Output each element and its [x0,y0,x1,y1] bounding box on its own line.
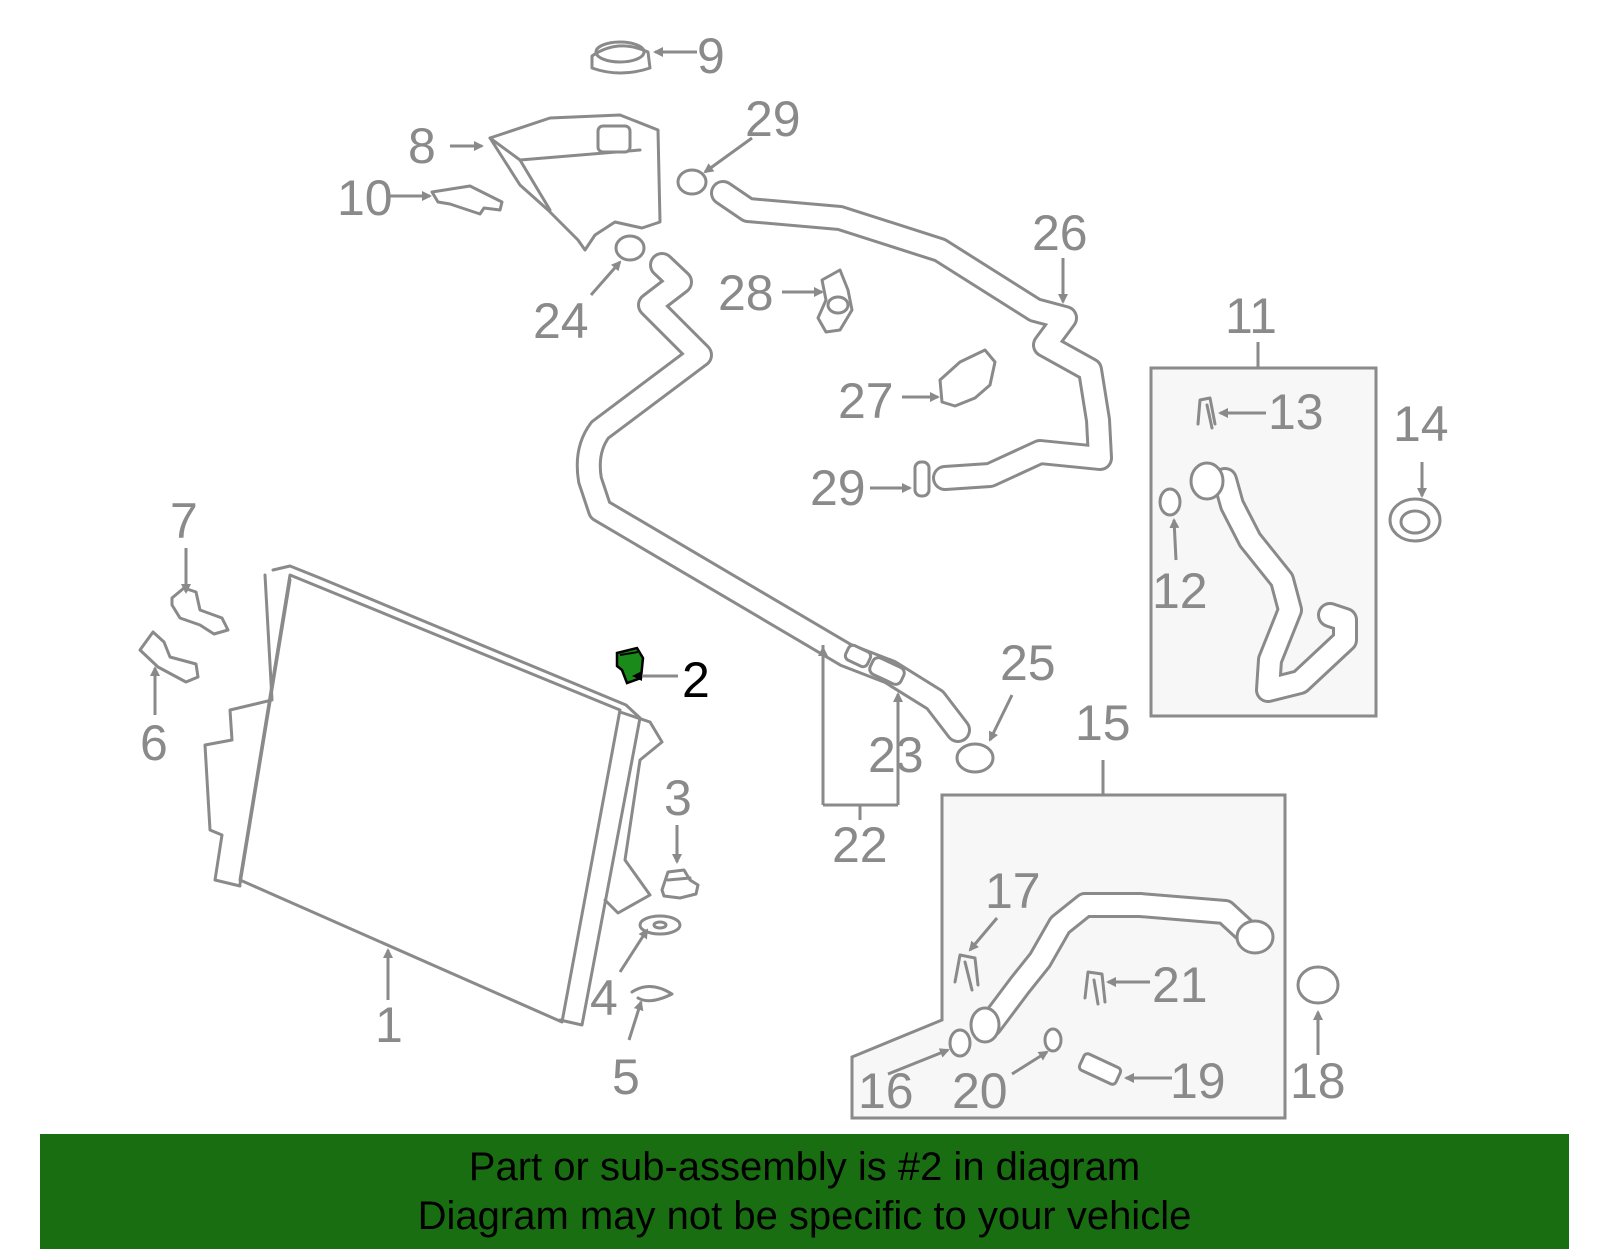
washer-4 [638,914,682,936]
callout-29-lower: 29 [810,460,866,516]
banner-line-2: Diagram may not be specific to your vehi… [417,1194,1192,1238]
hose-15 [969,892,1275,1044]
banner-line-1: Part or sub-assembly is #2 in diagram [468,1145,1141,1189]
leader-lines [150,47,1427,1083]
hose-22 [575,252,971,743]
callout-29-upper: 29 [745,91,801,147]
clamp-29-upper [676,168,708,196]
clamp-18 [1296,965,1340,1005]
bracket-10 [430,184,504,216]
clip-21 [1083,970,1107,1006]
bracket-6 [138,630,200,684]
hose-26 [710,180,1113,491]
clip-5 [630,985,674,1003]
bracket-7 [170,586,230,636]
callout-2: 2 [682,652,710,708]
callout-24: 24 [533,293,589,349]
oring-16 [948,1028,972,1058]
callout-7: 7 [170,493,198,549]
connector-22-end [843,643,873,669]
callout-9: 9 [697,28,725,84]
connector-23 [868,656,906,686]
callout-20: 20 [952,1063,1008,1119]
callout-25: 25 [1000,635,1056,691]
clamp-14 [1388,497,1442,543]
cap-9 [590,40,652,75]
washer-4-hole [652,920,668,930]
callout-1: 1 [375,997,403,1053]
grommet-3 [660,868,700,900]
callout-19: 19 [1170,1053,1226,1109]
callout-28: 28 [718,265,774,321]
clamp-24 [614,234,646,262]
callout-26: 26 [1032,205,1088,261]
oring-20 [1043,1027,1063,1053]
callout-15: 15 [1075,695,1131,751]
clamp-14-inner [1399,509,1431,535]
callout-27: 27 [838,373,894,429]
info-banner: Part or sub-assembly is #2 in diagram Di… [40,1134,1569,1249]
callout-18: 18 [1290,1053,1346,1109]
callout-8: 8 [408,118,436,174]
sensor-19 [1077,1052,1123,1086]
callout-23: 23 [868,727,924,783]
callout-12: 12 [1152,563,1208,619]
callout-6: 6 [140,715,168,771]
callout-5: 5 [612,1049,640,1105]
clip-17 [953,953,980,992]
bracket-27 [938,348,997,408]
part-2-highlighted [615,646,645,685]
callout-13: 13 [1268,384,1324,440]
expansion-tank-8 [488,113,662,252]
callouts: 1 2 3 4 5 6 7 8 9 10 11 12 13 14 15 16 1… [140,28,1449,1119]
callout-14: 14 [1393,396,1449,452]
callout-22: 22 [832,817,888,873]
hose-11 [1189,461,1358,703]
clamp-25 [955,742,995,774]
callout-3: 3 [664,770,692,826]
callout-21: 21 [1152,957,1208,1013]
callout-4: 4 [590,970,618,1026]
callout-11: 11 [1225,288,1277,344]
oring-12 [1158,487,1182,517]
callout-16: 16 [858,1063,914,1119]
clip-13 [1196,396,1217,430]
clip-28 [816,268,854,334]
clamp-29-lower [913,460,931,498]
callout-17: 17 [985,863,1041,919]
radiator [203,564,664,1027]
callout-10: 10 [337,170,393,226]
